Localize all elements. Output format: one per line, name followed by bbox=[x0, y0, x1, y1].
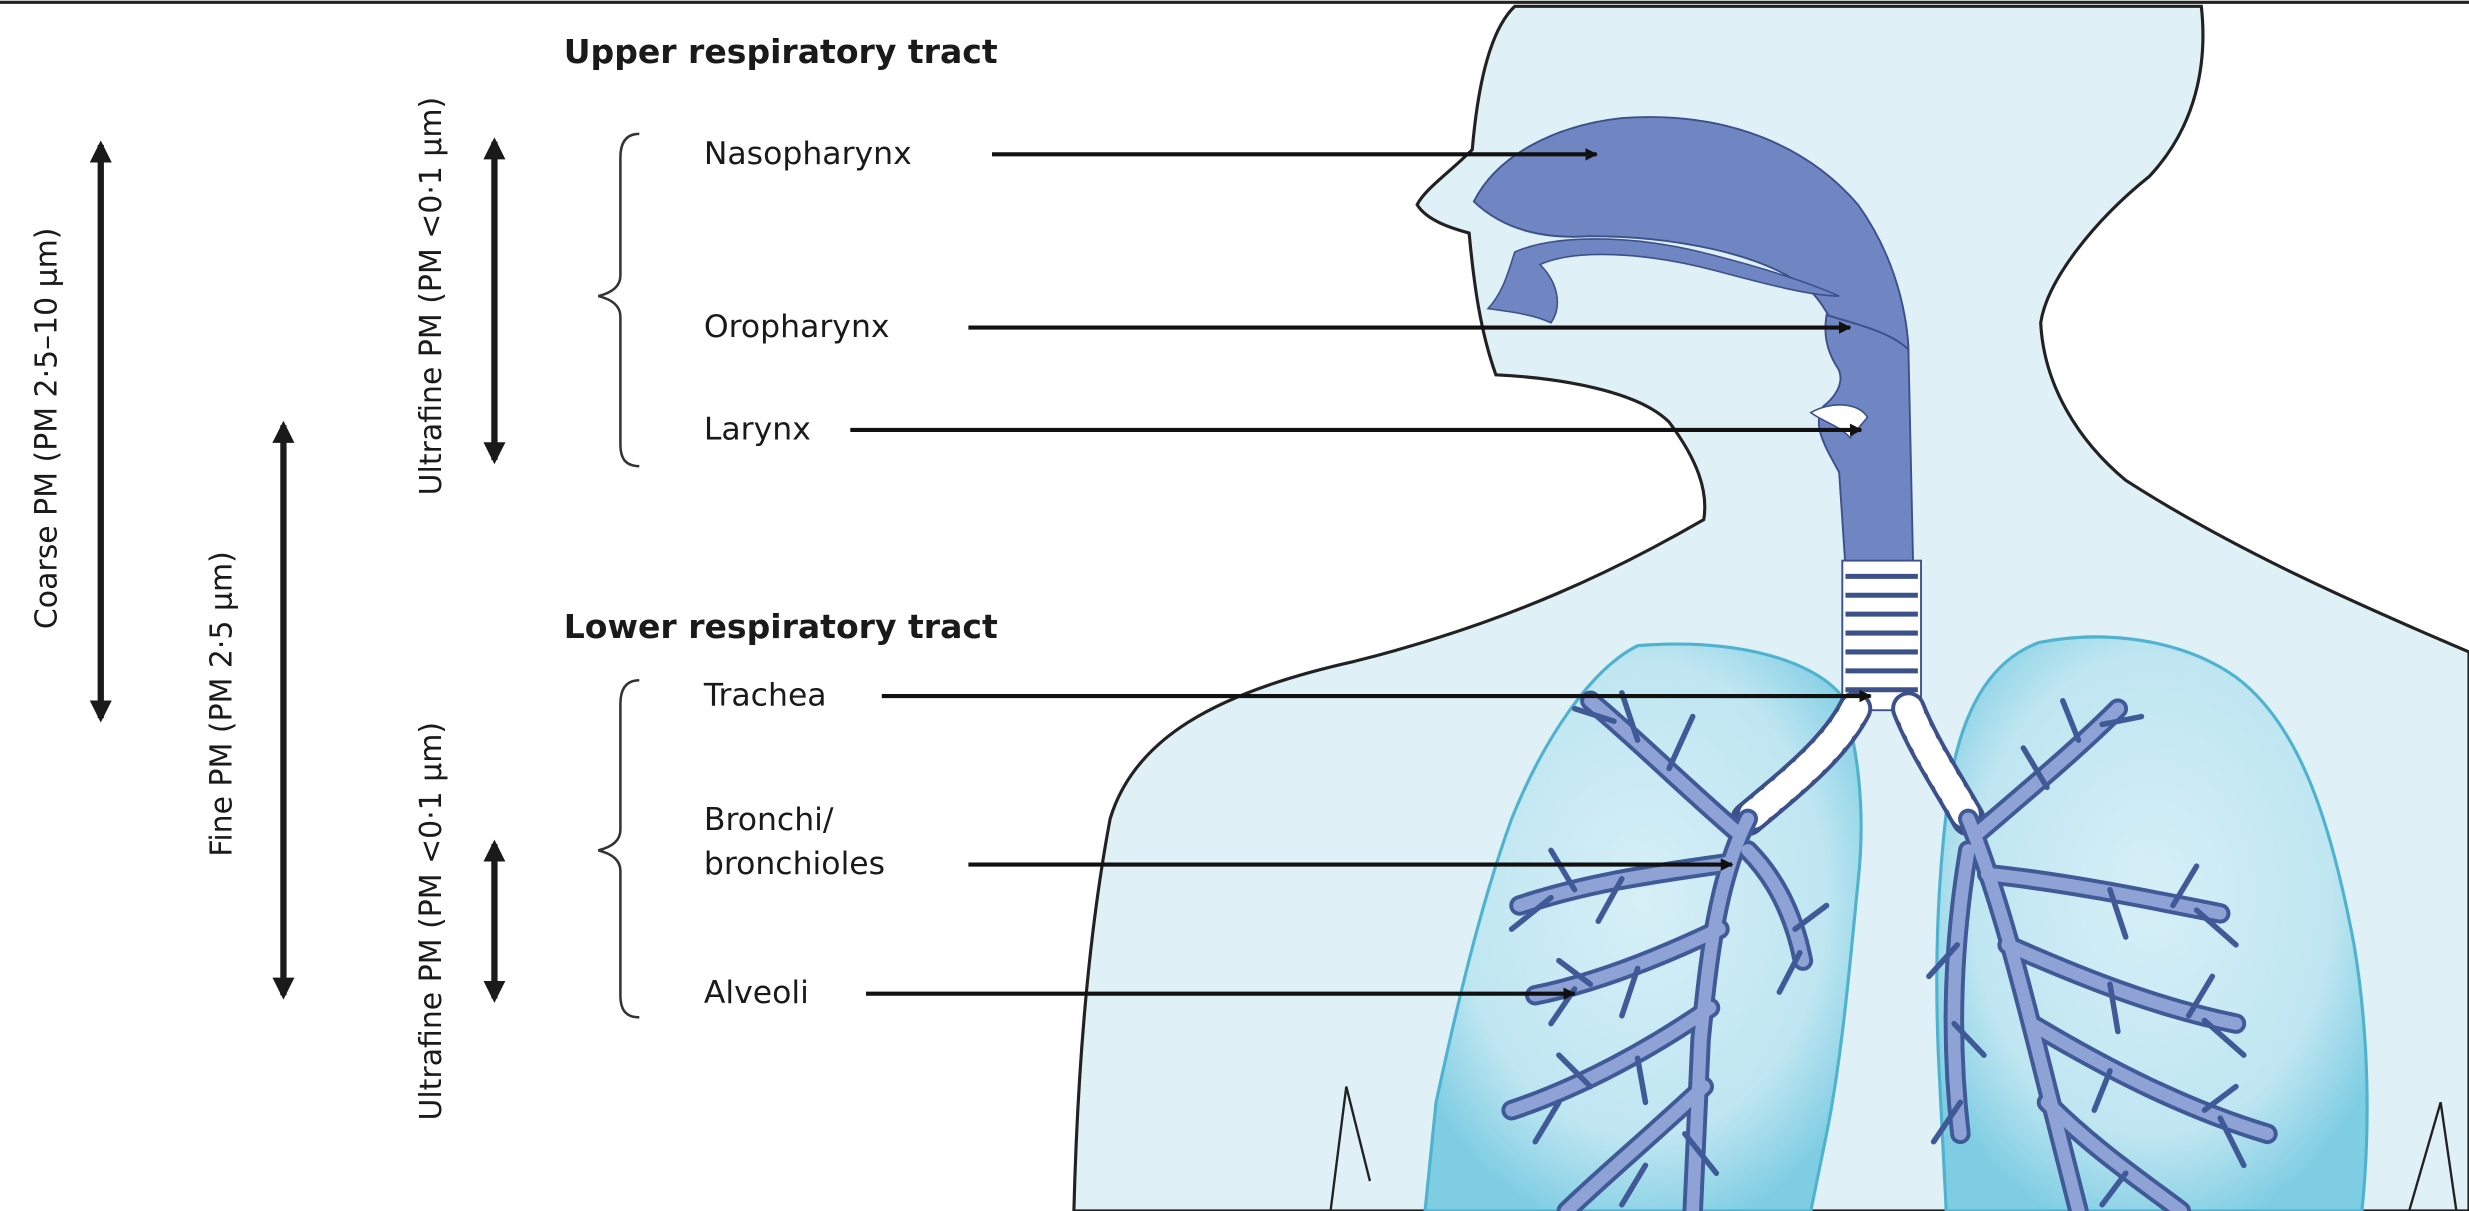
coarse-pm-label: Coarse PM (PM 2·5–10 μm) bbox=[30, 228, 65, 630]
oropharynx-label: Oropharynx bbox=[704, 309, 890, 345]
lower-respiratory-heading: Lower respiratory tract bbox=[564, 607, 998, 646]
nasopharynx-label: Nasopharynx bbox=[704, 136, 912, 172]
larynx-label: Larynx bbox=[704, 411, 811, 447]
upper-respiratory-heading: Upper respiratory tract bbox=[564, 32, 998, 71]
bronchi-label-line2: bronchioles bbox=[704, 846, 885, 882]
bronchi-label-line1: Bronchi/ bbox=[704, 802, 834, 838]
ultrafine-upper-label: Ultrafine PM (PM <0·1 μm) bbox=[414, 97, 449, 496]
lower-tract-brace bbox=[598, 680, 639, 1017]
alveoli-label: Alveoli bbox=[704, 975, 809, 1011]
trachea-label: Trachea bbox=[703, 677, 827, 713]
fine-pm-label: Fine PM (PM 2·5 μm) bbox=[204, 551, 239, 856]
ultrafine-lower-label: Ultrafine PM (PM <0·1 μm) bbox=[414, 722, 449, 1121]
upper-tract-brace bbox=[598, 134, 639, 466]
tracheal-rings bbox=[1845, 576, 1917, 689]
